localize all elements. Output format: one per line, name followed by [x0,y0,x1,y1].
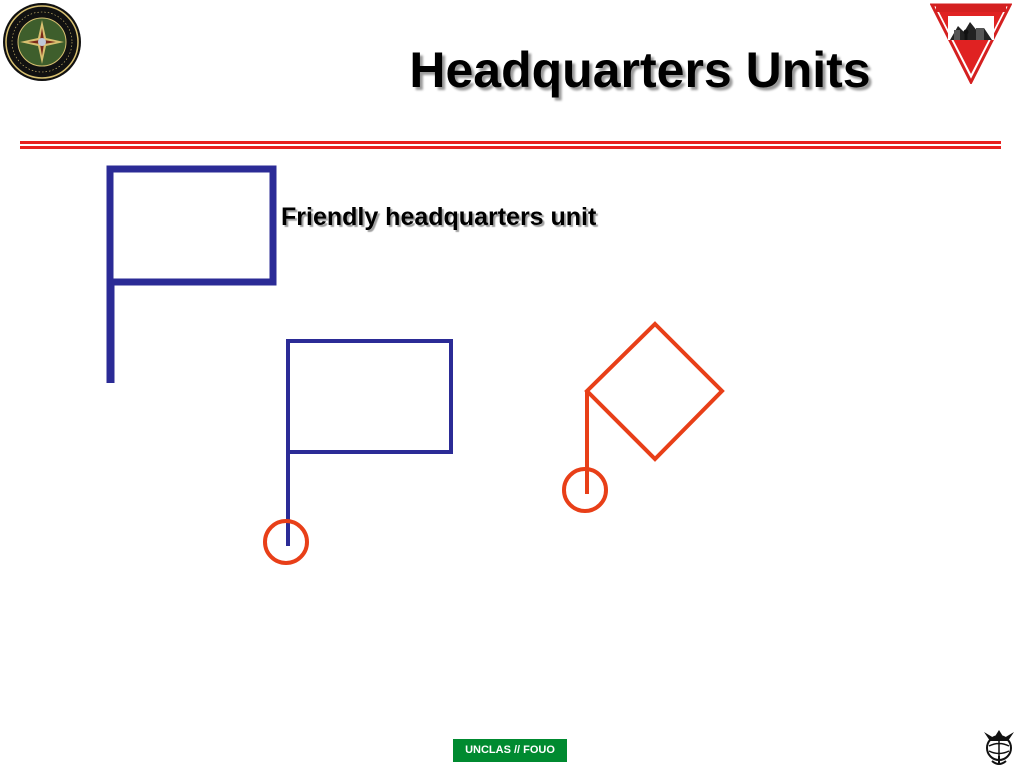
friendly-hq-symbol-large [106,165,277,383]
eagle-globe-anchor-icon [984,730,1014,765]
symbol-label: Friendly headquarters unit [281,203,597,231]
classification-banner: UNCLAS // FOUO [453,739,567,762]
marine-corps-seal-logo [3,3,81,81]
title-divider [20,141,1001,149]
hostile-hq-symbol [562,321,725,513]
friendly-hq-symbol-with-circle [263,339,453,565]
page-title: Headquarters Units [409,42,871,98]
intelligence-cell-logo [930,3,1012,84]
